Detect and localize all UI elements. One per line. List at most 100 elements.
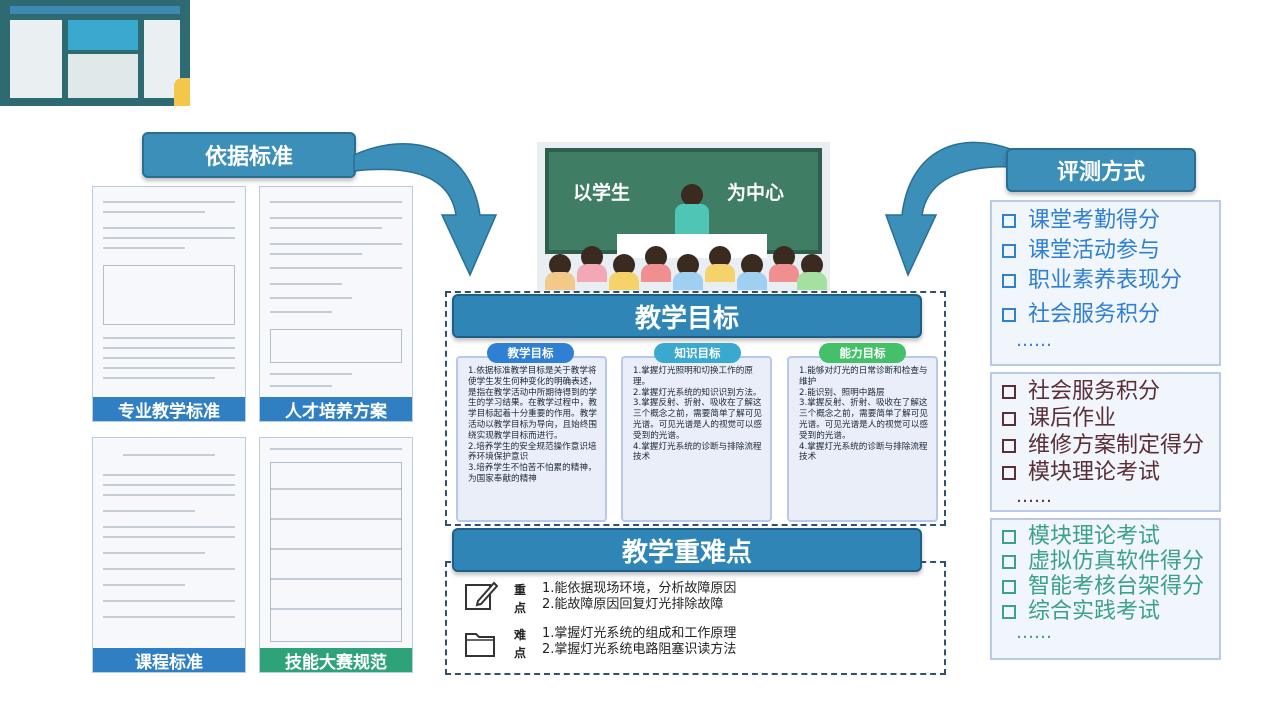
teacher-icon (681, 184, 703, 206)
classroom-illustration: 以学生 为中心 (537, 142, 830, 292)
goal-line: 1.能够对灯光的日常诊断和检查与维护 (799, 366, 928, 387)
student-icon (609, 254, 639, 290)
checkbox-icon (1002, 465, 1016, 480)
eval-item-text: 课堂考勤得分 (1028, 208, 1161, 233)
header-evaluation-text: 评测方式 (1056, 160, 1145, 185)
checkbox-icon (1002, 529, 1016, 544)
checkbox-icon (1002, 244, 1016, 258)
eval-item: 维修方案制定得分 (1002, 432, 1209, 459)
student-icon (705, 246, 735, 282)
eval-more: …… (1016, 486, 1052, 507)
student-icon (641, 246, 671, 282)
student-icon (673, 254, 703, 290)
eval-item-text: 综合实践考试 (1028, 599, 1161, 624)
difficulty-line: 2.掌握灯光系统电路阻塞识读方法 (542, 642, 737, 657)
student-icon (577, 246, 607, 282)
tag-knowledge-goal: 知识目标 (654, 343, 741, 363)
doc-label: 专业教学标准 (93, 397, 245, 421)
eval-item-text: 社会服务积分 (1028, 379, 1161, 404)
doc-label: 技能大赛规范 (260, 648, 412, 672)
eval-item-text: 课堂活动参与 (1028, 238, 1161, 263)
arrow-right-icon (884, 141, 1017, 277)
goal-card-ability: 1.能够对灯光的日常诊断和检查与维护 2.能识别、照明中路层 3.掌握反射、折射… (787, 356, 938, 522)
doc-course-standard[interactable]: 课程标准 (92, 437, 246, 673)
emphasis-line: 2.能故障原因回复灯光排除故障 (542, 597, 724, 612)
doc-label: 课程标准 (93, 648, 245, 672)
goal-line: 4.掌握灯光系统的诊断与排除流程技术 (633, 441, 762, 463)
doc-professional-standard[interactable]: 专业教学标准 (92, 186, 246, 422)
goal-line: 2.能识别、照明中路层 (799, 387, 885, 398)
arrow-left-icon (353, 142, 498, 277)
checkbox-icon (1002, 438, 1016, 453)
eval-item: 职业素养表现分 (1002, 266, 1209, 296)
eval-item-text: 虚拟仿真软件得分 (1028, 549, 1205, 574)
eval-item-text: 模块理论考试 (1028, 524, 1161, 549)
checkbox-icon (1002, 384, 1016, 399)
difficulty-line: 1.掌握灯光系统的组成和工作原理 (542, 626, 737, 641)
difficulty-lines: 1.掌握灯光系统的组成和工作原理 2.掌握灯光系统电路阻塞识读方法 (542, 626, 736, 658)
eval-item-text: 课后作业 (1028, 406, 1117, 431)
emphasis-label-2: 点 (514, 601, 527, 615)
eval-item: 模块理论考试 (1002, 459, 1209, 486)
board-text-right: 为中心 (727, 182, 785, 204)
goal-line: 2.掌握灯光系统的知识识别方法。 (633, 387, 762, 398)
checkbox-icon (1002, 554, 1016, 569)
eval-more: …… (1016, 330, 1052, 351)
checkbox-icon (1002, 308, 1016, 322)
student-icon (737, 254, 767, 290)
student-icon (545, 254, 575, 290)
emphasis-label-1: 重 (514, 583, 527, 597)
eval-item-text: 社会服务积分 (1028, 302, 1161, 327)
header-standards: 依据标准 (142, 132, 356, 178)
student-icon (769, 246, 799, 282)
goal-line: 3.掌握反射、折射、吸收在了解这三个概念之前，需要简单了解可见光谱。可见光谱是人… (633, 398, 762, 441)
header-standards-text: 依据标准 (204, 145, 293, 170)
emphasis-row: 重 点 1.能依据现场环境，分析故障原因 2.能故障原因回复灯光排除故障 (465, 581, 930, 619)
eval-item: 智能考核台架得分 (1002, 574, 1209, 599)
goals-title: 教学目标 (452, 294, 922, 338)
keypoints-title: 教学重难点 (452, 528, 922, 572)
eval-item-text: 职业素养表现分 (1028, 268, 1183, 293)
emphasis-label: 重 点 (514, 581, 534, 617)
doc-label: 人才培养方案 (260, 397, 412, 421)
goal-card-knowledge: 1.掌握灯光照明和切换工作的原理。 2.掌握灯光系统的知识识别方法。 3.掌握反… (621, 356, 772, 522)
eval-more: …… (1016, 622, 1052, 643)
student-icon (797, 254, 827, 290)
eval-item: 综合实践考试 (1002, 599, 1209, 624)
preview-thumbnail[interactable] (0, 0, 190, 106)
checkbox-icon (1002, 274, 1016, 288)
eval-item: 模块理论考试 (1002, 524, 1209, 549)
eval-box-2: 社会服务积分 课后作业 维修方案制定得分 模块理论考试 …… (990, 372, 1221, 512)
header-evaluation: 评测方式 (1006, 148, 1196, 192)
goals-title-text: 教学目标 (634, 303, 739, 334)
eval-item: 社会服务积分 (1002, 300, 1209, 330)
goal-line: 1.掌握灯光照明和切换工作的原理。 (633, 366, 753, 387)
board-text-left: 以学生 (573, 182, 631, 204)
tag-ability-goal: 能力目标 (819, 343, 906, 363)
keypoints-title-text: 教学重难点 (621, 537, 752, 568)
doc-competition-rules[interactable]: 技能大赛规范 (259, 437, 413, 673)
goal-line: 3.培养学生不怕苦不怕累的精神，为国家奉献的精神 (468, 463, 597, 484)
eval-item-text: 模块理论考试 (1028, 460, 1161, 485)
checkbox-icon (1002, 604, 1016, 619)
eval-item: 课堂考勤得分 (1002, 206, 1209, 236)
doc-talent-plan[interactable]: 人才培养方案 (259, 186, 413, 422)
eval-box-1: 课堂考勤得分 课堂活动参与 职业素养表现分 社会服务积分 …… (990, 200, 1221, 366)
difficulty-label-2: 点 (514, 646, 527, 660)
eval-item: 课后作业 (1002, 405, 1209, 432)
difficulty-row: 难 点 1.掌握灯光系统的组成和工作原理 2.掌握灯光系统电路阻塞识读方法 (465, 626, 930, 664)
goal-line: 1.依据标准教学目标是关于教学将使学生发生何种变化的明确表述，是指在教学活动中所… (468, 366, 597, 441)
difficulty-label-1: 难 (514, 628, 527, 642)
goal-line: 3.掌握反射、折射、吸收在了解这三个概念之前，需要简单了解可见光谱。可见光谱是人… (799, 398, 928, 441)
emphasis-lines: 1.能依据现场环境，分析故障原因 2.能故障原因回复灯光排除故障 (542, 581, 736, 613)
goal-line: 4.掌握灯光系统的诊断与排除流程技术 (799, 441, 928, 463)
eval-item: 虚拟仿真软件得分 (1002, 549, 1209, 574)
goal-card-teaching: 1.依据标准教学目标是关于教学将使学生发生何种变化的明确表述，是指在教学活动中所… (456, 356, 607, 522)
goals-container (445, 291, 946, 526)
checkbox-icon (1002, 579, 1016, 594)
eval-box-3: 模块理论考试 虚拟仿真软件得分 智能考核台架得分 综合实践考试 …… (990, 518, 1221, 660)
eval-item: 课堂活动参与 (1002, 236, 1209, 266)
eval-item-text: 维修方案制定得分 (1028, 433, 1205, 458)
goal-line: 2.培养学生的安全规范操作意识培养环境保护意识 (468, 441, 597, 463)
